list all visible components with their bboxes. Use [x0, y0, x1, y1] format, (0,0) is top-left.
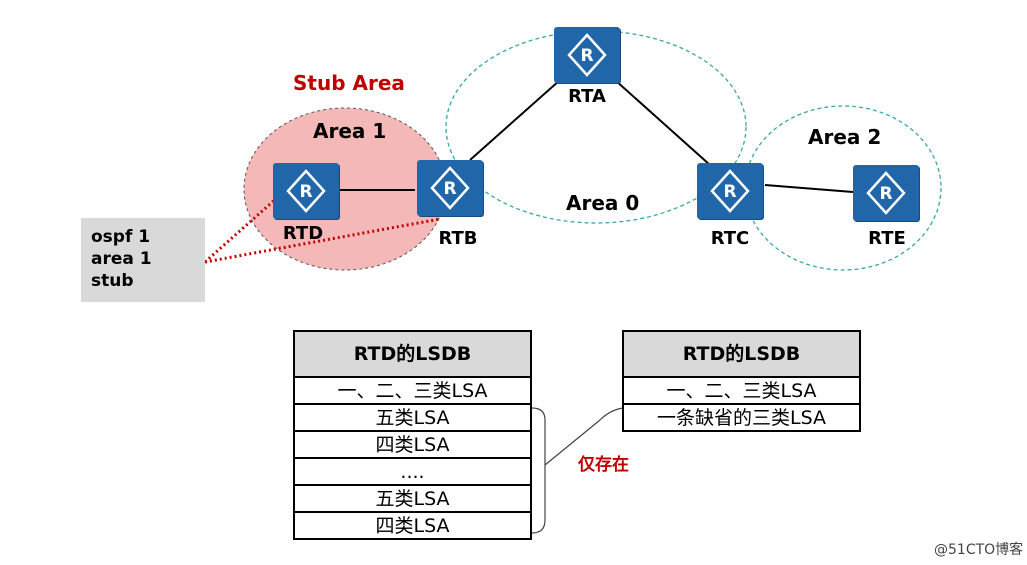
- area0-label: Area 0: [566, 191, 640, 215]
- router-rte-label: RTE: [868, 228, 906, 249]
- svg-text:R: R: [580, 46, 593, 66]
- router-rta[interactable]: R: [554, 27, 620, 83]
- router-rtd-label: RTD: [282, 223, 324, 244]
- config-callout-to-rtd: [204, 195, 279, 264]
- link-rta-rtc: [614, 79, 711, 166]
- svg-text:R: R: [879, 184, 892, 204]
- router-rtc[interactable]: R: [697, 163, 763, 219]
- router-icon: R: [567, 33, 607, 77]
- router-rte[interactable]: R: [853, 165, 919, 221]
- link-rtc-rte: [764, 184, 854, 193]
- watermark: @51CTO博客: [934, 542, 1024, 558]
- lsdb-row: 一、二、三类LSA: [622, 376, 861, 405]
- area1-label: Area 1: [313, 119, 387, 143]
- svg-text:R: R: [299, 182, 312, 202]
- lsdb-row: 一条缺省的三类LSA: [622, 403, 861, 432]
- only-exists-label: 仅存在: [578, 455, 629, 475]
- lsdb-row: 五类LSA: [293, 403, 532, 432]
- config-line: stub: [91, 271, 134, 291]
- router-rtd[interactable]: R: [273, 163, 339, 219]
- bracket: [531, 407, 546, 534]
- stub-area-title: Stub Area: [293, 71, 405, 95]
- router-rtb[interactable]: R: [417, 160, 483, 216]
- ospf-config-box: ospf 1 area 1 stub: [81, 218, 205, 302]
- router-icon: R: [710, 169, 750, 213]
- area0-boundary: [445, 30, 747, 224]
- link-rtb-rta: [469, 79, 561, 161]
- only-connector: [544, 407, 624, 466]
- lsdb-row: 四类LSA: [293, 511, 532, 540]
- router-rtc-label: RTC: [710, 228, 750, 249]
- svg-text:R: R: [443, 179, 456, 199]
- lsdb-row: ....: [293, 457, 532, 486]
- lsdb-title: RTD的LSDB: [622, 330, 861, 378]
- lsdb-title: RTD的LSDB: [293, 330, 532, 378]
- lsdb-table-before: RTD的LSDB 一、二、三类LSA 五类LSA 四类LSA .... 五类LS…: [293, 330, 532, 540]
- area2-label: Area 2: [808, 125, 882, 149]
- config-line: area 1: [91, 249, 152, 269]
- lsdb-table-stub: RTD的LSDB 一、二、三类LSA 一条缺省的三类LSA: [622, 330, 861, 432]
- router-icon: R: [866, 171, 906, 215]
- router-rta-label: RTA: [568, 86, 606, 107]
- svg-text:R: R: [723, 182, 736, 202]
- router-rtb-label: RTB: [438, 228, 478, 249]
- config-line: ospf 1: [91, 227, 151, 247]
- lsdb-row: 四类LSA: [293, 430, 532, 459]
- lsdb-row: 五类LSA: [293, 484, 532, 513]
- lsdb-row: 一、二、三类LSA: [293, 376, 532, 405]
- router-icon: R: [286, 169, 326, 213]
- router-icon: R: [430, 166, 470, 210]
